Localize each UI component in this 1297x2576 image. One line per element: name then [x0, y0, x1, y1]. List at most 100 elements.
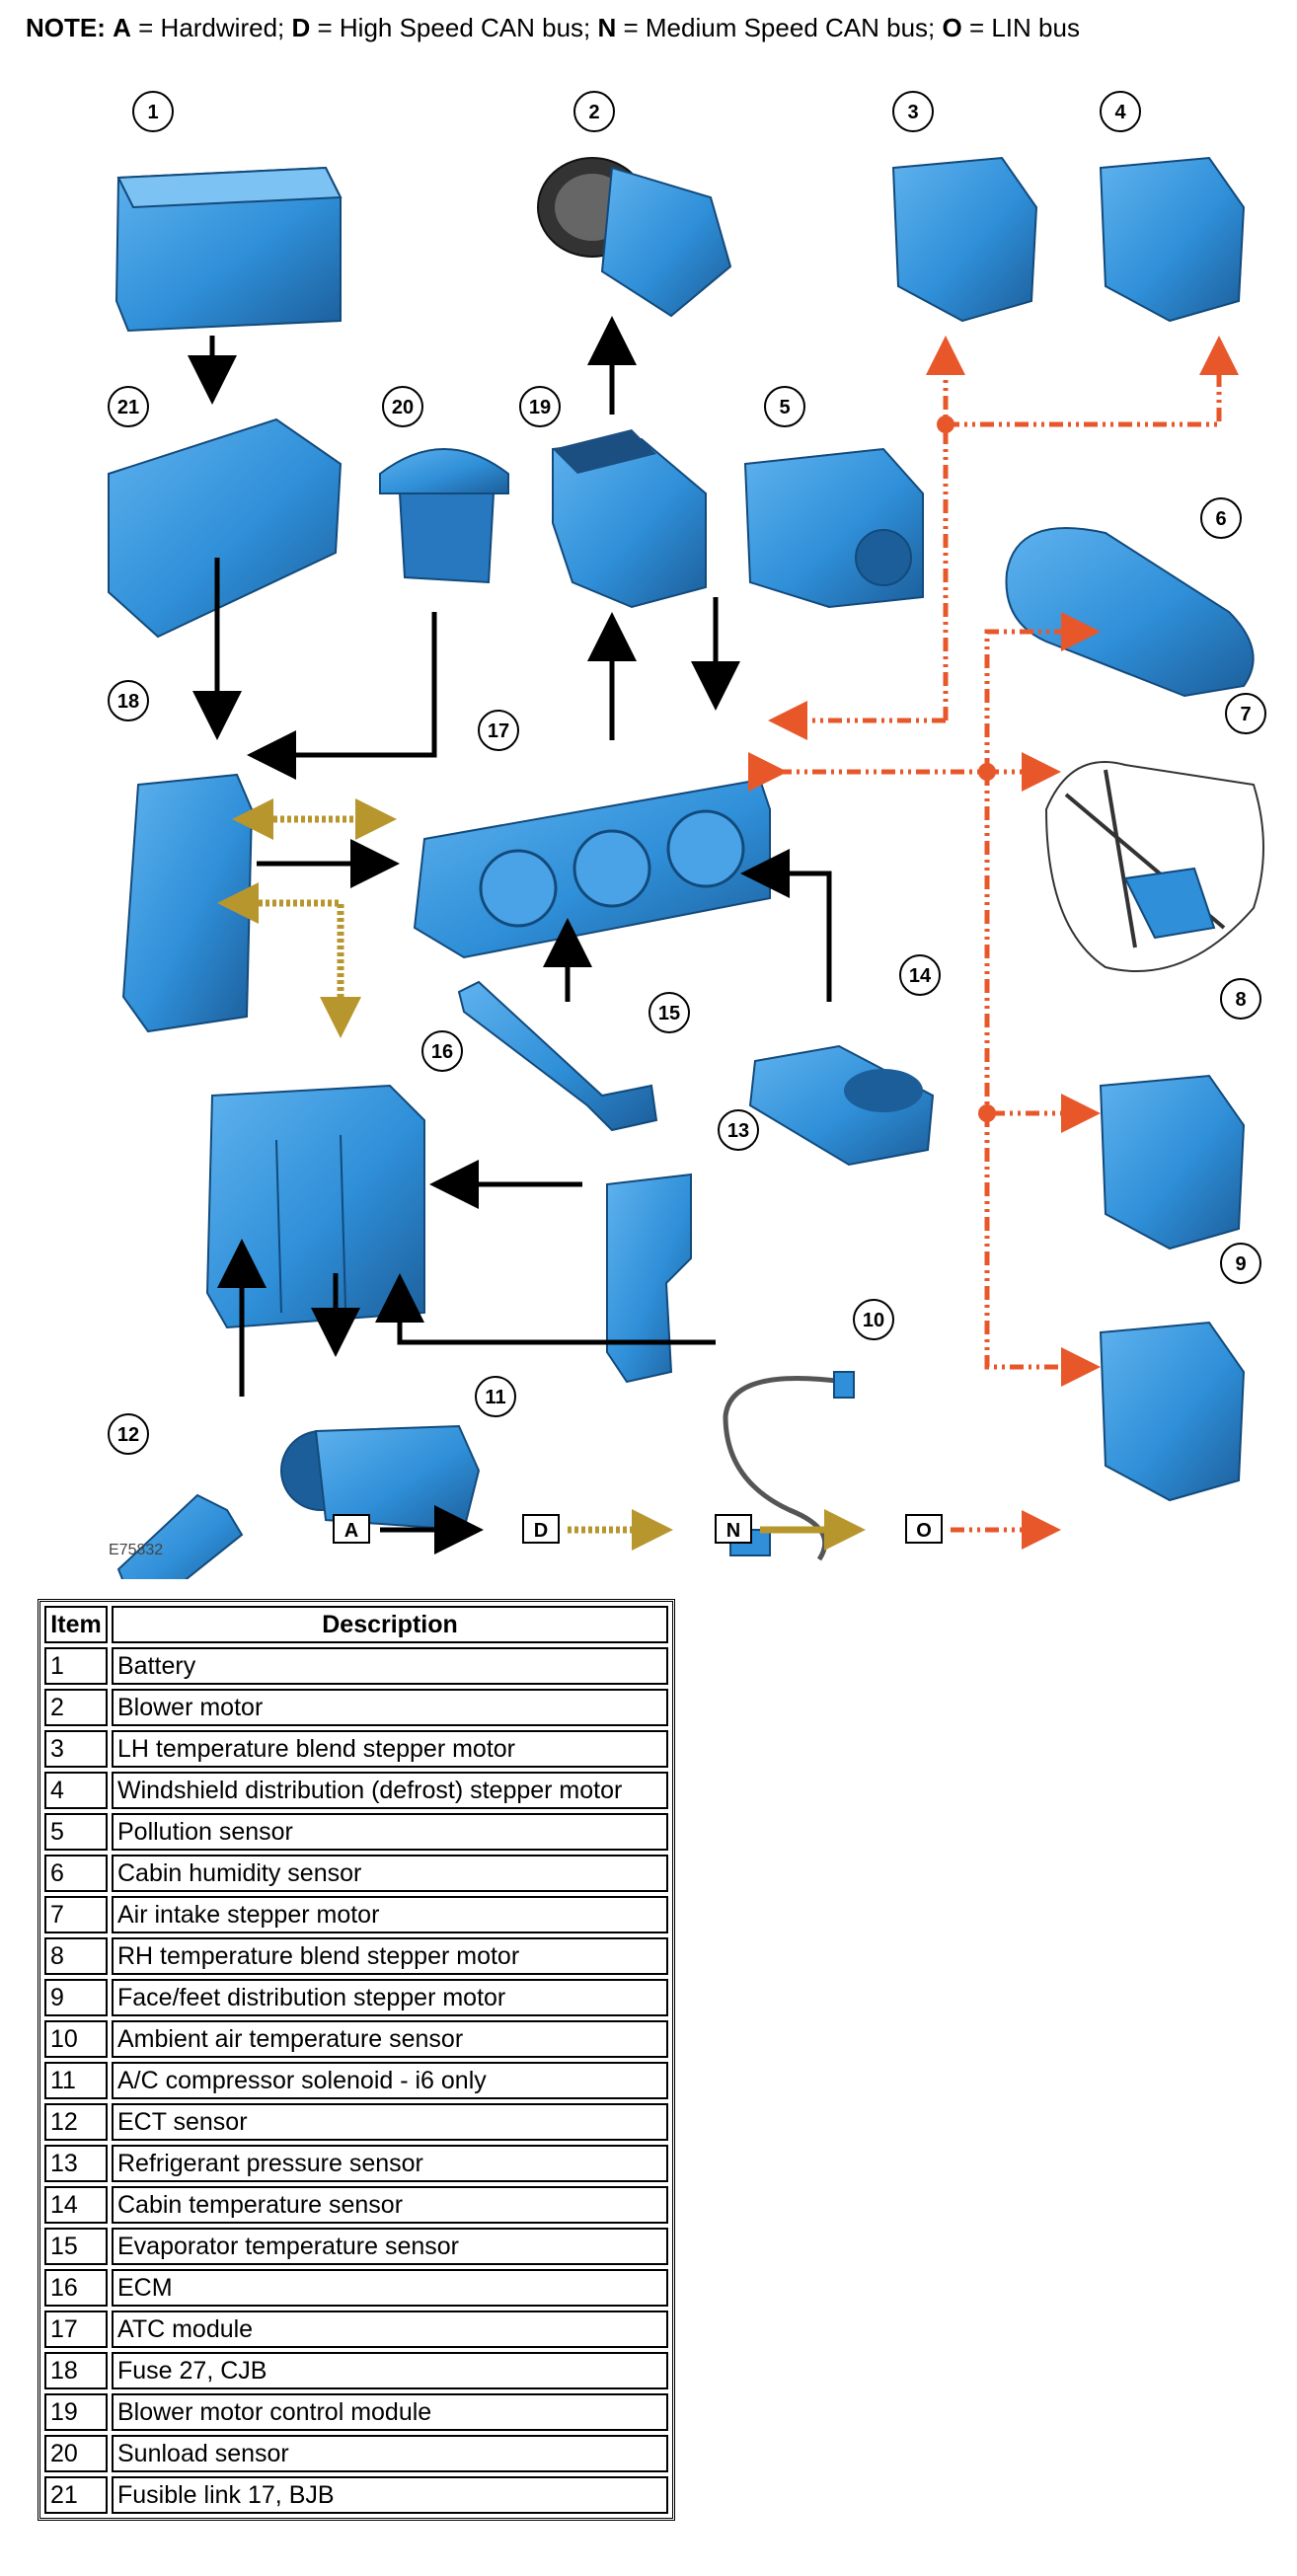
svg-text:15: 15 — [658, 1003, 680, 1024]
svg-text:7: 7 — [1240, 704, 1251, 725]
callout-8: 8 — [1220, 978, 1261, 1020]
callout-6: 6 — [1200, 497, 1242, 539]
item-description: Air intake stepper motor — [112, 1896, 668, 1933]
callout-14: 14 — [899, 954, 941, 996]
item-description: RH temperature blend stepper motor — [112, 1937, 668, 1975]
callout-17: 17 — [478, 710, 519, 751]
system-diagram: 1 2 3 4 5 6 7 8 9 10 11 12 13 14 15 16 1… — [108, 91, 1266, 1579]
item-description: ECT sensor — [112, 2103, 668, 2141]
item-description: Refrigerant pressure sensor — [112, 2145, 668, 2182]
table-header-row: Item Description — [44, 1606, 668, 1643]
item-description: Fusible link 17, BJB — [112, 2476, 668, 2514]
cabin-humidity-sensor-component — [1005, 527, 1255, 698]
svg-text:3: 3 — [907, 102, 918, 123]
lin-junctions — [937, 416, 996, 1122]
legend-item-d: D — [522, 1509, 673, 1551]
callout-15: 15 — [648, 992, 690, 1033]
note-key-d: D — [291, 13, 311, 42]
legend-item-a: A — [333, 1505, 484, 1554]
callout-13: 13 — [718, 1109, 759, 1151]
svg-text:17: 17 — [488, 720, 509, 742]
item-description: LH temperature blend stepper motor — [112, 1730, 668, 1768]
air-intake-stepper-component — [1044, 761, 1264, 972]
item-description: Windshield distribution (defrost) steppe… — [112, 1772, 668, 1809]
item-number: 1 — [44, 1647, 108, 1685]
evaporator-temp-sensor-component — [457, 980, 658, 1132]
item-number: 18 — [44, 2352, 108, 2389]
callout-7: 7 — [1225, 693, 1266, 734]
lh-temp-blend-stepper-component — [891, 156, 1038, 323]
svg-text:19: 19 — [529, 397, 551, 418]
svg-text:5: 5 — [779, 397, 790, 418]
item-number: 9 — [44, 1979, 108, 2016]
item-description: Pollution sensor — [112, 1813, 668, 1851]
header-item: Item — [44, 1606, 108, 1643]
item-number: 14 — [44, 2186, 108, 2224]
item-number: 4 — [44, 1772, 108, 1809]
windshield-stepper-component — [1099, 156, 1246, 323]
note-key-n: N — [597, 13, 617, 42]
item-number: 2 — [44, 1689, 108, 1726]
face-feet-stepper-component — [1099, 1321, 1246, 1502]
legend-item-o: O — [905, 1510, 1061, 1550]
callout-5: 5 — [764, 386, 805, 427]
callouts: 1 2 3 4 5 6 7 8 9 10 11 12 13 14 15 16 1… — [108, 91, 1266, 1455]
item-number: 8 — [44, 1937, 108, 1975]
callout-9: 9 — [1220, 1243, 1261, 1284]
item-number: 6 — [44, 1855, 108, 1892]
refrigerant-pressure-sensor-component — [606, 1173, 692, 1384]
svg-text:6: 6 — [1215, 508, 1226, 530]
rh-temp-blend-stepper-component — [1099, 1074, 1246, 1250]
callout-2: 2 — [573, 91, 615, 132]
can-connections — [217, 798, 397, 1038]
note-key-o: O — [942, 13, 962, 42]
callout-11: 11 — [475, 1376, 516, 1417]
note-text-d: = High Speed CAN bus; — [310, 13, 598, 42]
legend: A D N O — [333, 1505, 1061, 1554]
callout-1: 1 — [132, 91, 174, 132]
pollution-sensor-component — [743, 447, 924, 609]
svg-text:10: 10 — [863, 1310, 884, 1331]
callout-12: 12 — [108, 1413, 149, 1455]
item-description: Cabin humidity sensor — [112, 1855, 668, 1892]
ac-compressor-component — [280, 1424, 481, 1532]
item-description: Sunload sensor — [112, 2435, 668, 2472]
svg-text:N: N — [726, 1520, 740, 1542]
item-number: 17 — [44, 2311, 108, 2348]
battery-component — [114, 166, 343, 333]
svg-text:1: 1 — [147, 102, 158, 123]
atc-module-component — [413, 778, 771, 959]
item-description: A/C compressor solenoid - i6 only — [112, 2062, 668, 2099]
svg-text:4: 4 — [1114, 102, 1126, 123]
note-prefix: NOTE: — [26, 13, 106, 42]
item-number: 12 — [44, 2103, 108, 2141]
svg-text:D: D — [534, 1520, 548, 1542]
svg-text:18: 18 — [117, 691, 139, 713]
svg-text:16: 16 — [431, 1041, 453, 1063]
callout-20: 20 — [382, 386, 423, 427]
blower-motor-component — [537, 157, 732, 318]
figure-code: E75832 — [109, 1542, 163, 1558]
svg-text:21: 21 — [117, 397, 139, 418]
sunload-sensor-component — [379, 448, 509, 584]
item-description: Face/feet distribution stepper motor — [112, 1979, 668, 2016]
svg-text:O: O — [916, 1520, 932, 1542]
note-key-a: A — [113, 13, 131, 42]
item-number: 20 — [44, 2435, 108, 2472]
lin-connections — [748, 336, 1239, 1387]
item-number: 10 — [44, 2020, 108, 2058]
